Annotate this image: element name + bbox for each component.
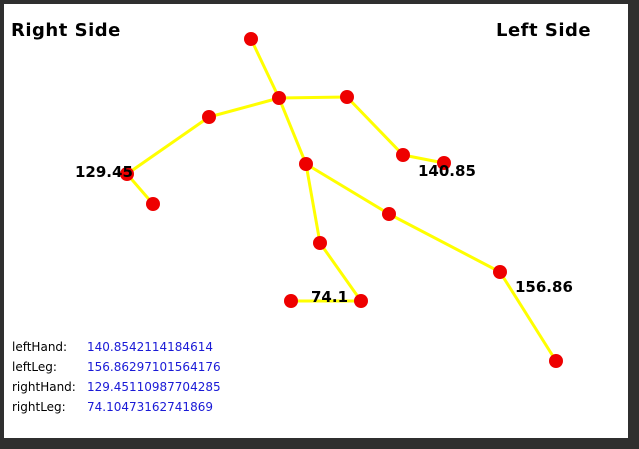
readout-row-left-leg: leftLeg: 156.86297101564176: [12, 360, 221, 374]
readout-value: 140.8542114184614: [87, 340, 213, 354]
limb-lShoulder-lElbow: [345, 95, 405, 157]
limb-lAnkle-lFoot: [498, 271, 558, 362]
joint-rAnkle: [354, 294, 368, 308]
readout-key: leftLeg:: [12, 360, 57, 374]
readout-key: leftHand:: [12, 340, 68, 354]
limb-neck-hip: [277, 97, 308, 165]
joint-rElbow: [120, 167, 134, 181]
readout-value: 74.10473162741869: [87, 400, 213, 414]
joint-rShoulder: [202, 110, 216, 124]
joint-rKnee: [313, 236, 327, 250]
joint-lFoot: [549, 354, 563, 368]
limb-lKnee-lAnkle: [388, 212, 501, 274]
joint-rFoot: [284, 294, 298, 308]
limb-neck-rShoulder: [208, 96, 280, 119]
limb-hip-rKnee: [304, 163, 322, 244]
right-side-label: Right Side: [11, 20, 121, 41]
joint-lShoulder: [340, 90, 354, 104]
limbs: [125, 38, 558, 362]
joint-neck: [272, 91, 286, 105]
right-leg-angle-label: 74.1: [311, 288, 348, 306]
readout-row-left-hand: leftHand: 140.8542114184614: [12, 340, 213, 354]
left-leg-angle-label: 156.86: [515, 278, 573, 296]
joint-hip: [299, 157, 313, 171]
joint-lElbow: [396, 148, 410, 162]
limb-hip-lKnee: [305, 162, 390, 216]
readout-key: rightLeg:: [12, 400, 66, 414]
readout-value: 156.86297101564176: [87, 360, 221, 374]
left-hand-angle-label: 140.85: [418, 162, 476, 180]
right-hand-angle-label: 129.45: [75, 163, 133, 181]
readout-value: 129.45110987704285: [87, 380, 221, 394]
limb-neck-lShoulder: [278, 95, 348, 100]
joint-lAnkle: [493, 265, 507, 279]
limb-head-neck: [249, 38, 281, 99]
readout-row-right-hand: rightHand: 129.45110987704285: [12, 380, 221, 394]
joint-head: [244, 32, 258, 46]
readout-key: rightHand:: [12, 380, 76, 394]
limb-rShoulder-rElbow: [126, 115, 210, 176]
joints: [120, 32, 563, 368]
joint-rWrist: [146, 197, 160, 211]
readout-row-right-leg: rightLeg: 74.10473162741869: [12, 400, 213, 414]
left-side-label: Left Side: [496, 20, 592, 41]
joint-lWrist: [437, 156, 451, 170]
joint-lKnee: [382, 207, 396, 221]
limb-rKnee-rAnkle: [318, 242, 363, 302]
